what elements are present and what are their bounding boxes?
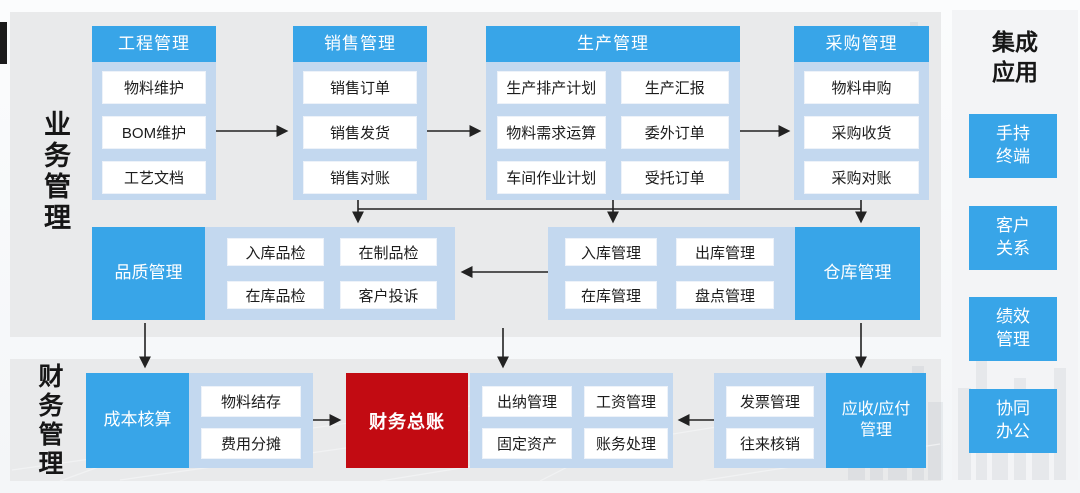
node-inbound-management: 入库管理	[565, 238, 657, 266]
node-performance-management: 绩效管理	[969, 297, 1057, 361]
group-production: 生产管理 生产排产计划 生产汇报 物料需求运算 委外订单 车间作业计划 受托订单	[486, 26, 740, 200]
group-sales: 销售管理 销售订单 销售发货 销售对账	[293, 26, 427, 200]
node-production-scheduling: 生产排产计划	[497, 71, 606, 104]
node-current-account-writeoff: 往来核销	[726, 428, 814, 459]
group-warehouse-items: 入库管理 出库管理 在库管理 盘点管理	[548, 227, 795, 320]
node-material-balance: 物料结存	[201, 386, 301, 417]
group-production-title: 生产管理	[486, 26, 740, 62]
group-procurement: 采购管理 物料申购 采购收货 采购对账	[794, 26, 929, 200]
node-incoming-inspection: 入库品检	[227, 238, 324, 266]
node-stocktaking-management: 盘点管理	[676, 281, 774, 309]
group-cost-items: 物料结存 费用分摊	[189, 373, 313, 468]
node-customer-complaint: 客户投诉	[340, 281, 437, 309]
group-cashier-items: 出纳管理 工资管理 固定资产 账务处理	[470, 373, 673, 468]
node-purchase-receipt: 采购收货	[804, 116, 919, 149]
node-customer-relationship: 客户关系	[969, 206, 1057, 270]
node-mrp-calculation: 物料需求运算	[497, 116, 606, 149]
node-outbound-management: 出库管理	[676, 238, 774, 266]
integration-panel-title: 集成应用	[992, 29, 1038, 85]
node-ar-ap-management: 应收/应付管理	[826, 373, 926, 468]
group-invoice-items: 发票管理 往来核销	[714, 373, 826, 468]
section-label-finance-management: 财务管理	[35, 363, 63, 479]
node-production-report: 生产汇报	[620, 71, 729, 104]
node-in-process-inspection: 在制品检	[340, 238, 437, 266]
group-engineering-title: 工程管理	[92, 26, 216, 62]
node-collaborative-office: 协同办公	[969, 389, 1057, 453]
node-process-documents: 工艺文档	[102, 161, 206, 194]
node-consignment-order: 受托订单	[620, 161, 729, 194]
node-quality-management: 品质管理	[92, 227, 205, 320]
node-cashier-management: 出纳管理	[482, 386, 572, 417]
node-accounting-processing: 账务处理	[584, 428, 668, 459]
group-engineering: 工程管理 物料维护 BOM维护 工艺文档	[92, 26, 216, 200]
section-label-business-management: 业务管理	[40, 110, 70, 234]
node-warehouse-management: 仓库管理	[795, 227, 920, 320]
node-general-ledger: 财务总账	[346, 373, 468, 468]
node-workshop-plan: 车间作业计划	[497, 161, 606, 194]
group-quality-items: 入库品检 在制品检 在库品检 客户投诉	[205, 227, 455, 320]
left-edge-accent-bar	[0, 22, 7, 64]
group-procurement-title: 采购管理	[794, 26, 929, 62]
node-material-requisition: 物料申购	[804, 71, 919, 104]
node-sales-reconciliation: 销售对账	[303, 161, 417, 194]
node-expense-allocation: 费用分摊	[201, 428, 301, 459]
node-stock-management: 在库管理	[565, 281, 657, 309]
node-payroll-management: 工资管理	[584, 386, 668, 417]
node-sales-delivery: 销售发货	[303, 116, 417, 149]
node-bom-maintenance: BOM维护	[102, 116, 206, 149]
node-fixed-assets: 固定资产	[482, 428, 572, 459]
node-outsourcing-order: 委外订单	[620, 116, 729, 149]
node-purchase-reconciliation: 采购对账	[804, 161, 919, 194]
node-cost-accounting: 成本核算	[86, 373, 189, 468]
node-invoice-management: 发票管理	[726, 386, 814, 417]
node-material-maintenance: 物料维护	[102, 71, 206, 104]
node-in-stock-inspection: 在库品检	[227, 281, 324, 309]
node-handheld-terminal: 手持终端	[969, 114, 1057, 178]
node-sales-order: 销售订单	[303, 71, 417, 104]
group-sales-title: 销售管理	[293, 26, 427, 62]
